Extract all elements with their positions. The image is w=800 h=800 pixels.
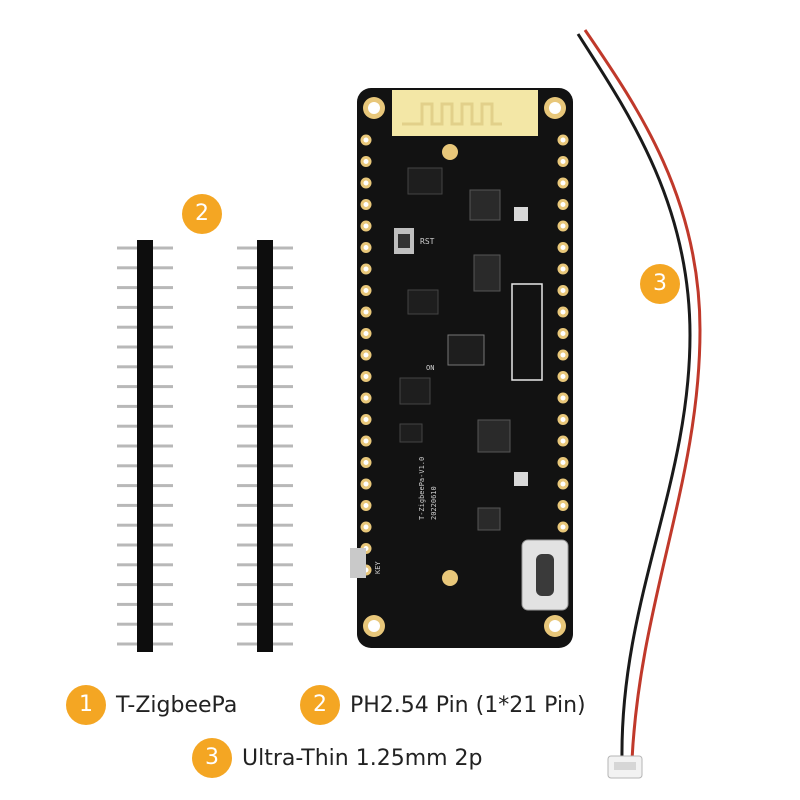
board-pin-hole [363, 223, 369, 229]
board-pin-hole [560, 223, 566, 229]
board-pin-hole [363, 309, 369, 315]
mount-hole [368, 102, 380, 114]
board-pin-hole [560, 159, 566, 164]
key-label: KEY [374, 561, 382, 574]
board-pin-hole [363, 460, 369, 465]
mount-hole [549, 620, 561, 632]
legend-label: T-ZigbeePa [116, 692, 238, 718]
on-label: ON [426, 364, 434, 372]
inductor [399, 423, 423, 443]
legend-badge: 2 [300, 685, 340, 725]
pinout-box [511, 283, 543, 381]
board-pin-hole [560, 417, 566, 422]
board-pin-hole [560, 202, 566, 207]
board-pin-hole [560, 245, 566, 250]
cable-connector-slot [614, 762, 636, 770]
board-pin-hole [560, 395, 566, 401]
board-pin-hole [363, 374, 369, 379]
ufl-connector [442, 570, 458, 586]
cable-2pin [576, 29, 702, 779]
pin-header-right [237, 240, 293, 652]
ic-chip [477, 507, 501, 531]
board-pin-hole [363, 417, 369, 422]
model-label: T-ZigbeePa-V1.0 [418, 457, 426, 520]
legend-item-cable: 3 Ultra-Thin 1.25mm 2p [192, 738, 483, 778]
ic-chip [469, 189, 501, 221]
board-pin-hole [363, 438, 369, 444]
board-pin-hole [363, 524, 369, 530]
board-pin-hole [560, 266, 566, 272]
antenna-area [392, 90, 538, 136]
reset-label: RST [420, 237, 435, 246]
key-button [350, 548, 366, 578]
board-pin-hole [560, 137, 566, 143]
inductor [399, 377, 431, 405]
mount-hole [549, 102, 561, 114]
crystal [514, 472, 528, 486]
crystal [514, 207, 528, 221]
pin-header-left [117, 240, 173, 652]
board-pin-hole [560, 352, 566, 358]
board-pin-hole [560, 503, 566, 508]
antenna-trace [402, 102, 502, 126]
board-pin-hole [363, 331, 369, 336]
callout-badge-headers: 2 [182, 194, 222, 234]
ic-chip [477, 419, 511, 453]
wire-red [583, 29, 702, 761]
legend-badge: 1 [66, 685, 106, 725]
board-pin-hole [363, 245, 369, 250]
board-pin-hole [560, 309, 566, 315]
board-pin-hole [363, 481, 369, 487]
inductor [407, 167, 443, 195]
legend-badge: 3 [192, 738, 232, 778]
legend-label: PH2.54 Pin (1*21 Pin) [350, 692, 586, 718]
reset-button-cap [398, 234, 410, 248]
callout-badge-cable: 3 [640, 264, 680, 304]
board-pin-hole [363, 202, 369, 207]
board-pin-hole [560, 481, 566, 487]
legend-item-pin-header: 2 PH2.54 Pin (1*21 Pin) [300, 685, 586, 725]
board-pin-rows [360, 134, 569, 576]
inductor [407, 289, 439, 315]
board-pin-hole [560, 180, 566, 186]
board-pin-hole [363, 352, 369, 358]
dip-switch [447, 334, 485, 366]
board-pin-hole [363, 159, 369, 164]
header-plastic [137, 240, 153, 652]
usb-c-opening [536, 554, 554, 596]
board-pin-hole [560, 331, 566, 336]
board-pin-hole [363, 137, 369, 143]
board-pin-hole [560, 460, 566, 465]
board-pin-hole [560, 374, 566, 379]
board-pin-hole [363, 395, 369, 401]
board-pin-hole [363, 503, 369, 508]
date-label: 20220610 [430, 486, 438, 520]
zigbee-board: RST ON T-ZigbeePa-V1.0 20220610 KEY [350, 88, 573, 648]
mount-hole [368, 620, 380, 632]
board-pin-hole [560, 288, 566, 293]
ufl-connector [442, 144, 458, 160]
legend-label: Ultra-Thin 1.25mm 2p [242, 745, 483, 771]
legend-item-board: 1 T-ZigbeePa [66, 685, 237, 725]
board-pin-hole [363, 288, 369, 293]
board-pin-hole [363, 266, 369, 272]
ic-chip [473, 254, 501, 292]
wire-black [576, 33, 692, 761]
header-plastic [257, 240, 273, 652]
board-pin-hole [363, 180, 369, 186]
board-pin-hole [560, 524, 566, 530]
board-pin-hole [560, 438, 566, 444]
